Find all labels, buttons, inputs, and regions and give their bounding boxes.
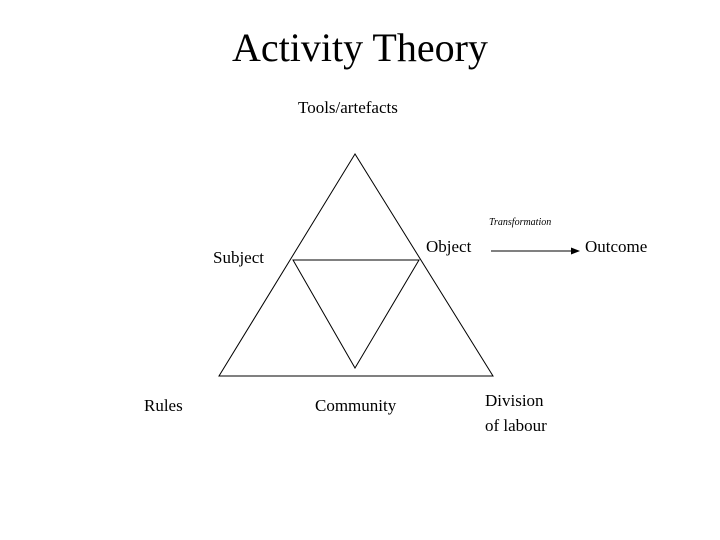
node-object: Object: [426, 237, 472, 256]
node-division-of-labour-line2: of labour: [485, 416, 547, 435]
node-community: Community: [315, 396, 397, 415]
edge-label-transformation: Transformation: [489, 217, 552, 228]
page-title: Activity Theory: [232, 25, 488, 70]
node-subject: Subject: [213, 248, 264, 267]
inner-triangle: [292, 259, 420, 369]
node-outcome: Outcome: [585, 237, 648, 256]
outer-triangle: [218, 153, 494, 377]
arrow-head-icon: [571, 247, 580, 255]
node-tools-artefacts: Tools/artefacts: [298, 98, 398, 117]
node-division-of-labour-line1: Division: [485, 391, 544, 410]
node-rules: Rules: [144, 396, 183, 415]
